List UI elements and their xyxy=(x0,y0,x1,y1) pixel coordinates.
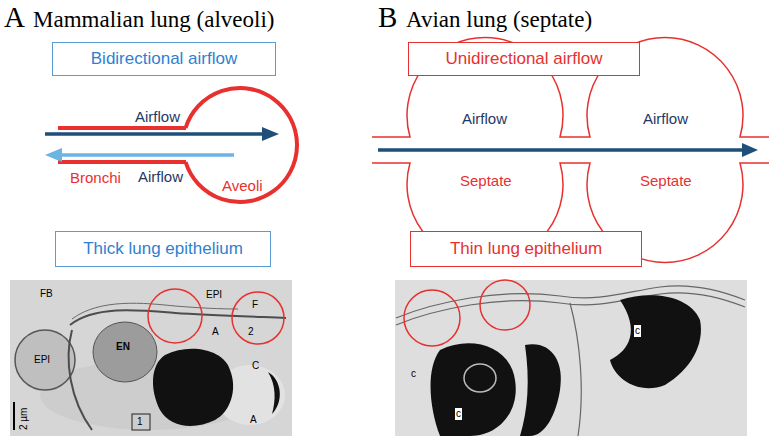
arrow-head xyxy=(262,127,279,141)
micrograph-label: EPI xyxy=(206,289,222,301)
box-label: Unidirectional airflow xyxy=(446,49,603,69)
flow-label: Airflow xyxy=(643,110,688,127)
box-label: Thin lung epithelium xyxy=(450,239,602,259)
panel-title: Avian lung (septate) xyxy=(406,7,592,33)
micrograph-label: EN xyxy=(116,341,130,353)
part-name: Septate xyxy=(640,172,692,189)
box-label: Bidirectional airflow xyxy=(91,49,237,69)
alveolus-outline xyxy=(186,88,297,202)
panel-letter: B xyxy=(378,1,397,34)
panel-title: Mammalian lung (alveoli) xyxy=(33,7,274,33)
process-box: Unidirectional airflow xyxy=(408,42,640,76)
process-box: Thick lung epithelium xyxy=(55,231,271,267)
micrograph-label: C xyxy=(252,360,259,372)
red-blood-cell xyxy=(153,349,233,426)
airflow-arrow xyxy=(45,132,264,136)
part-name: Bronchi xyxy=(70,169,121,186)
highlight-circle xyxy=(480,280,530,330)
box-label: Thick lung epithelium xyxy=(83,239,243,259)
flow-label: Airflow xyxy=(135,108,180,125)
process-box: Bidirectional airflow xyxy=(52,42,276,76)
micrograph-label: FB xyxy=(40,288,53,300)
red-blood-cell xyxy=(520,344,561,436)
micrograph-ground xyxy=(10,280,292,436)
flow-label: Airflow xyxy=(138,168,183,185)
scale-label: 2 µm xyxy=(18,408,30,430)
epithelial-cell xyxy=(15,330,75,390)
panel-letter: A xyxy=(4,1,25,34)
callout-number: 2 xyxy=(248,326,254,338)
micrograph-ground xyxy=(395,280,747,436)
callout-number: 1 xyxy=(137,416,143,428)
marker-box xyxy=(132,414,150,430)
endothelial-nucleus xyxy=(93,322,157,382)
bronchus-wall xyxy=(58,160,186,164)
micrograph-label: c xyxy=(634,325,641,337)
highlight-circle xyxy=(404,290,460,346)
part-name: Septate xyxy=(460,172,512,189)
septum-line xyxy=(570,303,581,436)
arrow-head xyxy=(45,148,62,162)
micrograph-label: A xyxy=(212,326,219,338)
cell-ring xyxy=(464,364,496,392)
membrane-line xyxy=(72,303,238,319)
highlight-circle xyxy=(232,292,284,344)
part-name: Aveoli xyxy=(222,177,263,194)
micrograph-label: c xyxy=(455,408,462,420)
red-blood-cell xyxy=(610,295,701,388)
micrograph-label: c xyxy=(411,368,416,380)
micrograph-label: EPI xyxy=(34,354,50,366)
highlight-circle xyxy=(148,289,202,343)
red-blood-cell xyxy=(268,372,280,414)
bronchus-wall xyxy=(58,126,186,130)
arrow-head xyxy=(742,143,758,157)
flow-label: Airflow xyxy=(462,110,507,127)
micrograph-label: F xyxy=(252,299,258,311)
airflow-arrow xyxy=(60,153,234,157)
membrane-line xyxy=(70,310,286,325)
red-blood-cell xyxy=(431,343,516,436)
micrograph-label: A xyxy=(250,414,257,426)
septate-wall xyxy=(372,38,769,137)
membrane-line xyxy=(69,330,92,430)
process-box: Thin lung epithelium xyxy=(410,231,642,267)
scale-bar xyxy=(13,402,15,430)
airflow-arrow xyxy=(378,148,744,152)
